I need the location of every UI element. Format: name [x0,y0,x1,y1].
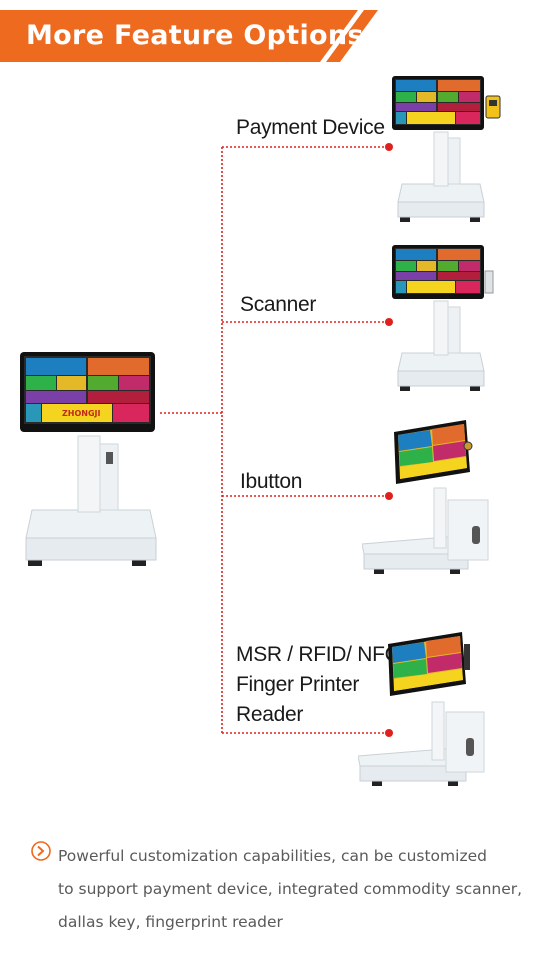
main-pos-scale-image: ZHONGJI [18,352,163,579]
chevron-circle-icon [31,841,51,861]
device-payment-image [392,76,512,231]
label-payment-device: Payment Device [236,116,385,139]
feature-description: Powerful customization capabilities, can… [58,840,538,939]
banner-shape [0,10,378,62]
label-ibutton: Ibutton [240,470,303,493]
connector-lines [160,143,393,737]
screen-brand-text: ZHONGJI [62,409,101,418]
label-msr-line-3: Reader [236,703,304,726]
label-msr-rfid-nfc: MSR / RFID/ NFC/ Finger Printer Reader [236,640,405,730]
header-banner [0,10,380,62]
device-scanner-image [392,245,512,400]
footer-line-2: to support payment device, integrated co… [58,880,523,898]
footer-line-3: dallas key, fingerprint reader [58,913,283,931]
page-title: More Feature Options [26,20,364,51]
label-msr-line-1: MSR / RFID/ NFC/ [236,643,406,666]
label-scanner: Scanner [240,293,317,316]
label-msr-line-2: Finger Printer [236,673,360,696]
footer-line-1: Powerful customization capabilities, can… [58,847,487,865]
device-ibutton-image [361,418,492,583]
device-msr-image [357,630,488,795]
